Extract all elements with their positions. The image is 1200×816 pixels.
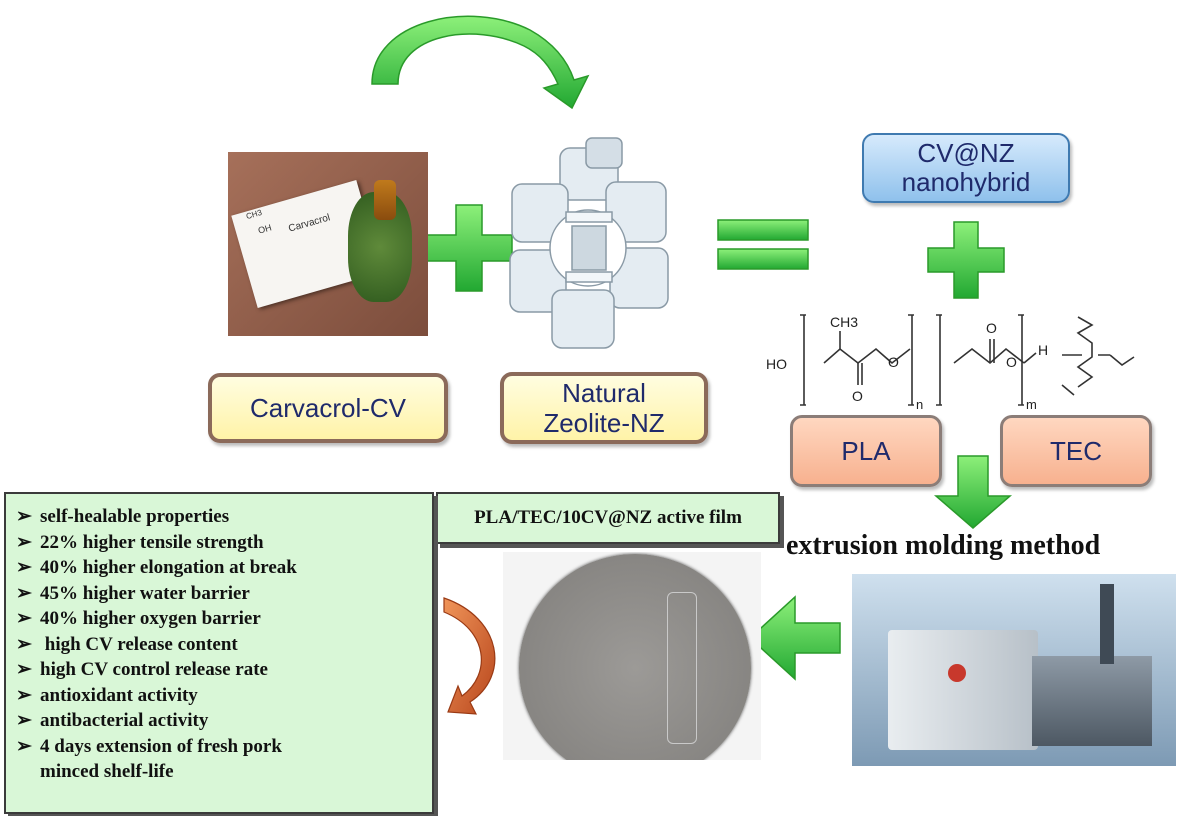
equals-icon	[717, 219, 809, 270]
machine-side	[1032, 656, 1152, 746]
list-item: ➢40% higher oxygen barrier	[16, 608, 261, 629]
subscript-m: m	[1026, 397, 1037, 411]
film-title-box: PLA/TEC/10CV@NZ active film	[436, 492, 780, 544]
hopper-column	[1100, 584, 1114, 664]
hybrid-line2: nanohybrid	[901, 167, 1031, 197]
carvacrol-photo: OH Carvacrol CH3	[228, 152, 428, 336]
curved-arrow-top	[371, 15, 590, 110]
list-item: ➢antibacterial activity	[16, 710, 209, 731]
list-item: ➢22% higher tensile strength	[16, 531, 264, 553]
pla-label: PLA	[790, 415, 942, 487]
left-arrow	[748, 595, 841, 681]
list-item: ➢antioxidant activity	[16, 684, 198, 706]
subscript-n: n	[916, 397, 923, 411]
extrusion-method-label: extrusion molding method	[786, 530, 1101, 561]
film-disc	[519, 554, 751, 760]
film-photo	[503, 552, 761, 760]
ester-o-label-2: O	[1006, 354, 1017, 370]
curved-arrow-orange	[443, 597, 496, 715]
ch3-label: CH3	[830, 314, 858, 330]
polymer-structure: CH3 HO O O n O O m H	[766, 314, 1135, 411]
ho-label: HO	[766, 356, 787, 372]
carvacrol-label: Carvacrol-CV	[208, 373, 448, 443]
plus-icon	[927, 221, 1005, 299]
ester-o-label: O	[888, 354, 899, 370]
zeolite-label-line2: Zeolite-NZ	[543, 408, 665, 438]
benefits-panel: ➢self-healable properties ➢22% higher te…	[4, 492, 434, 814]
hybrid-line1: CV@NZ	[917, 138, 1015, 168]
list-item-continuation: minced shelf-life	[40, 761, 174, 782]
list-item: ➢high CV control release rate	[16, 659, 268, 680]
cv-nz-nanohybrid-label: CV@NZ nanohybrid	[862, 133, 1070, 203]
zeolite-structure-image	[509, 137, 669, 349]
list-item: ➢ high CV release content	[16, 633, 238, 655]
benefits-list: ➢self-healable properties ➢22% higher te…	[6, 494, 432, 785]
list-item: ➢4 days extension of fresh pork minced s…	[16, 734, 424, 785]
h-label: H	[1038, 342, 1048, 358]
red-button	[948, 664, 966, 682]
carbonyl-o-label: O	[852, 388, 863, 404]
zeolite-label-line1: Natural	[562, 378, 646, 408]
extruder-machine-photo	[852, 574, 1176, 766]
list-item: ➢45% higher water barrier	[16, 582, 250, 604]
machine-body	[888, 630, 1038, 750]
carbonyl-o-label-2: O	[986, 320, 997, 336]
zeolite-label: Natural Zeolite-NZ	[500, 372, 708, 444]
list-item: ➢self-healable properties	[16, 506, 230, 527]
list-item: ➢40% higher elongation at break	[16, 557, 297, 578]
plus-icon	[425, 204, 513, 292]
oil-bottle	[374, 180, 396, 220]
tec-label: TEC	[1000, 415, 1152, 487]
dogbone-specimen	[667, 592, 697, 744]
down-arrow	[933, 455, 1013, 529]
